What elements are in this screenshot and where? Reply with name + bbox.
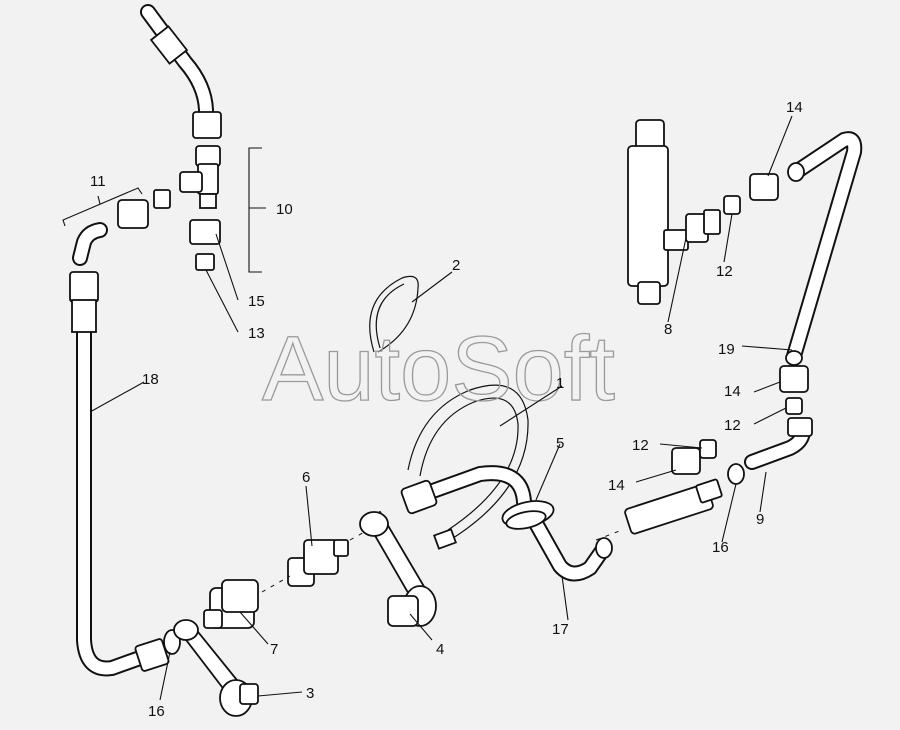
tee-fitting xyxy=(179,145,221,209)
union-nut-14c xyxy=(779,365,809,393)
steel-pipe-19 xyxy=(785,131,863,366)
sleeve-12a xyxy=(723,195,741,215)
washer-16b xyxy=(727,463,745,485)
label-16a: 16 xyxy=(148,703,165,720)
label-6: 6 xyxy=(302,469,310,486)
label-14b: 14 xyxy=(608,477,625,494)
spring-clamp-2 xyxy=(369,275,419,353)
hydraulic-cylinder xyxy=(627,119,689,305)
label-13: 13 xyxy=(248,325,265,342)
label-5: 5 xyxy=(556,435,564,452)
label-14a: 14 xyxy=(786,99,803,116)
union-nut-14a xyxy=(749,173,779,201)
sleeve-12c xyxy=(785,397,803,415)
coupling-body-7 xyxy=(203,579,259,629)
union-nut-15 xyxy=(189,219,221,245)
label-7: 7 xyxy=(270,641,278,658)
mounting-strap-1 xyxy=(407,384,529,550)
label-12c: 12 xyxy=(724,417,741,434)
sleeve-13 xyxy=(195,253,215,271)
extension-tube xyxy=(624,478,723,535)
label-4: 4 xyxy=(436,641,444,658)
flexible-elbow-9 xyxy=(744,417,813,470)
label-17: 17 xyxy=(552,621,569,638)
label-9: 9 xyxy=(756,511,764,528)
label-11: 11 xyxy=(90,173,106,190)
label-1: 1 xyxy=(556,375,564,392)
watermark: AutoSoft xyxy=(262,318,615,420)
leader-lines xyxy=(62,115,793,701)
hose-nut xyxy=(192,111,222,139)
assembly-line xyxy=(595,529,623,541)
elbow-fitting-11 xyxy=(72,189,171,266)
bracket-5 xyxy=(501,500,555,530)
label-3: 3 xyxy=(306,685,314,702)
label-10: 10 xyxy=(276,201,293,218)
label-2: 2 xyxy=(452,257,460,274)
long-hose-18 xyxy=(69,271,170,677)
coupling-half-6 xyxy=(287,539,349,587)
assembly-line xyxy=(349,529,369,541)
label-12a: 12 xyxy=(716,263,733,280)
assembly-line xyxy=(261,575,291,593)
adapter-fitting-8 xyxy=(685,209,721,243)
label-18: 18 xyxy=(142,371,159,388)
label-15: 15 xyxy=(248,293,265,310)
union-nut-14b xyxy=(671,447,701,475)
top-hose xyxy=(140,4,214,118)
callout-labels: 10 11 15 13 2 1 5 17 4 6 7 3 16 18 8 12 … xyxy=(90,99,803,720)
label-16b: 16 xyxy=(712,539,729,556)
sleeve-12b xyxy=(699,439,717,459)
dust-cap-3 xyxy=(173,619,259,717)
label-8: 8 xyxy=(664,321,672,338)
label-14c: 14 xyxy=(724,383,741,400)
label-19: 19 xyxy=(718,341,735,358)
spring-clamp-2-inner xyxy=(375,283,405,349)
dust-cap-4 xyxy=(359,510,437,627)
label-12b: 12 xyxy=(632,437,649,454)
